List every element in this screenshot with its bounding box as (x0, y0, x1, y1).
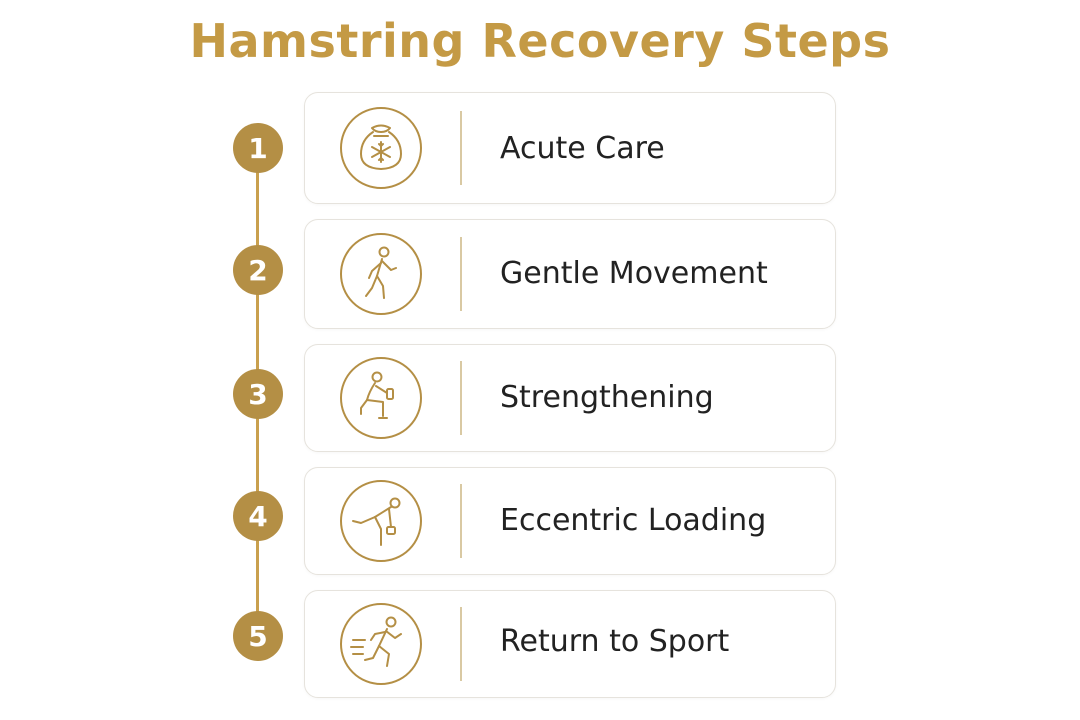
step-label: Eccentric Loading (500, 503, 767, 538)
step-number-badge: 3 (233, 369, 283, 419)
card-divider (460, 111, 462, 185)
step-label: Return to Sport (500, 624, 730, 659)
card-divider (460, 607, 462, 681)
step-card-eccentric-loading: Eccentric Loading (304, 467, 836, 575)
step-number-badge: 2 (233, 245, 283, 295)
card-divider (460, 237, 462, 311)
single-leg-deadlift-icon (339, 479, 423, 563)
step-label: Gentle Movement (500, 256, 768, 291)
step-label: Acute Care (500, 131, 665, 166)
card-divider (460, 484, 462, 558)
page-title: Hamstring Recovery Steps (189, 14, 891, 68)
ice-pack-icon (339, 106, 423, 190)
squat-dumbbell-icon (339, 356, 423, 440)
walking-person-icon (339, 232, 423, 316)
step-card-strengthening: Strengthening (304, 344, 836, 452)
step-card-gentle-movement: Gentle Movement (304, 219, 836, 329)
card-divider (460, 361, 462, 435)
step-number-badge: 4 (233, 491, 283, 541)
step-label: Strengthening (500, 380, 714, 415)
step-number-badge: 1 (233, 123, 283, 173)
step-card-acute-care: Acute Care (304, 92, 836, 204)
step-number-badge: 5 (233, 611, 283, 661)
step-card-return-to-sport: Return to Sport (304, 590, 836, 698)
running-person-icon (339, 602, 423, 686)
